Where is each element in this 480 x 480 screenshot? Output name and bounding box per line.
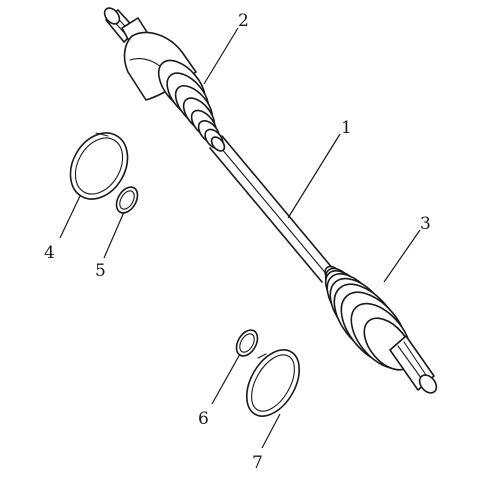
callout-7: 7 [252,453,263,473]
leader-2 [203,27,239,85]
callout-5: 5 [95,261,106,281]
outer-cv-joint [103,7,226,152]
leader-7 [261,413,281,449]
leader-5 [103,211,125,259]
small-boot-clamp-lower [235,329,259,357]
leader-6 [211,353,241,405]
inner-cv-joint [324,265,438,394]
leader-lines [59,27,421,449]
callout-1: 1 [341,118,352,138]
small-boot-clamp-upper [115,186,139,214]
leader-4 [59,195,81,239]
callout-6: 6 [198,409,209,429]
drive-shaft-bar [209,135,335,283]
callout-4: 4 [44,243,55,263]
large-boot-clamp-upper [69,132,129,200]
leader-3 [383,229,421,283]
large-boot-clamp-lower [245,349,301,417]
callout-2: 2 [238,11,249,31]
callout-3: 3 [420,214,431,234]
leader-1 [287,133,341,219]
